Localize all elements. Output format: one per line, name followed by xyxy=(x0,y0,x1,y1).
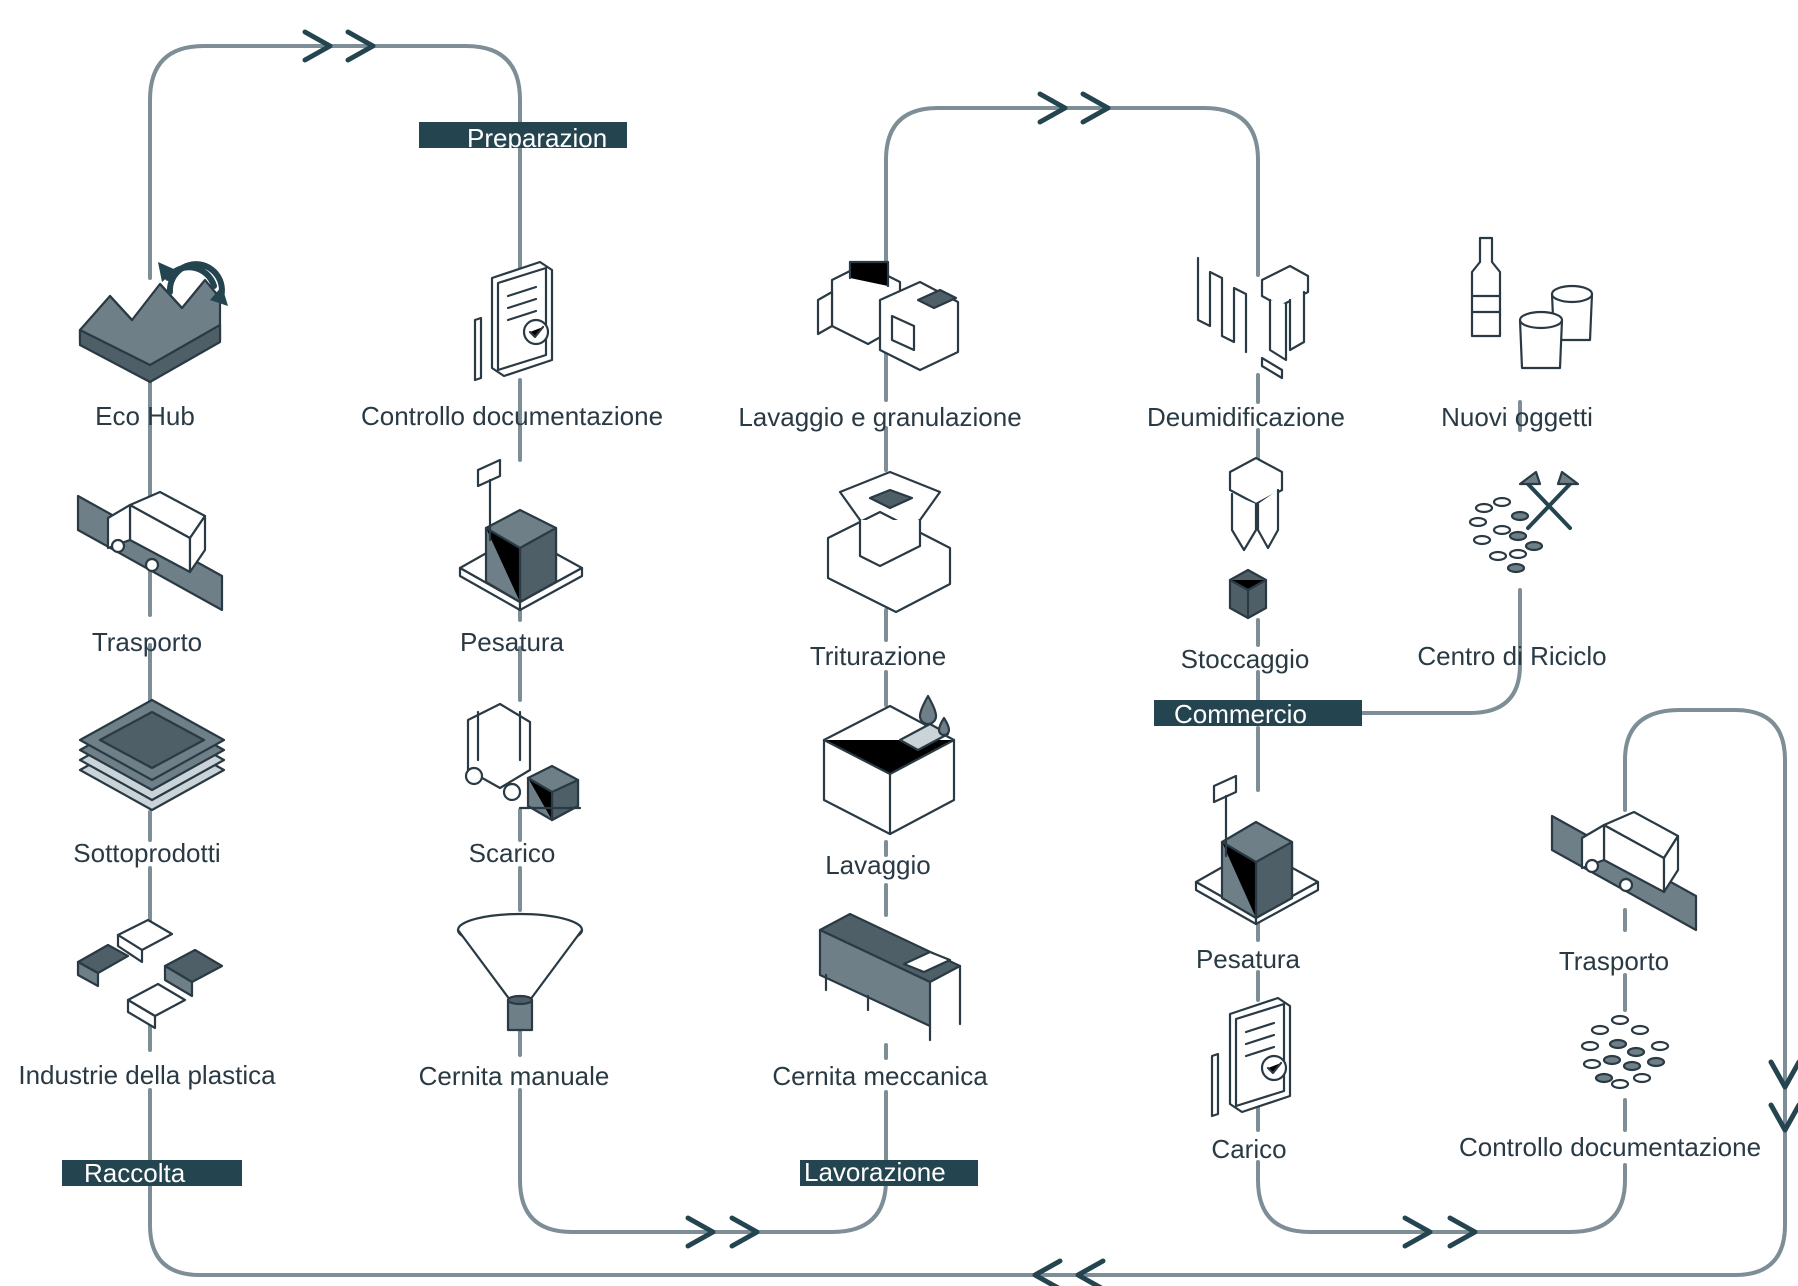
label-sottoprodotti: Sottoprodotti xyxy=(73,838,220,868)
phase-tag-lavorazione-label: Lavorazione xyxy=(804,1157,946,1187)
label-pesatura-2: Pesatura xyxy=(1196,944,1301,974)
step-labels: Eco Hub Trasporto Sottoprodotti Industri… xyxy=(18,401,1761,1164)
label-lavaggio-granulazione: Lavaggio e granulazione xyxy=(738,402,1021,432)
scale-icon xyxy=(458,458,584,612)
label-controllo-doc-1: Controllo documentazione xyxy=(361,401,663,431)
plastic-parts-icon xyxy=(76,918,224,1030)
flow-lines xyxy=(148,44,1787,1277)
phase-tag-preparazione-label: Preparazion xyxy=(467,123,607,153)
scale-icon xyxy=(1194,774,1320,926)
label-stoccaggio: Stoccaggio xyxy=(1181,644,1310,674)
label-deumidificazione: Deumidificazione xyxy=(1147,402,1345,432)
label-pesatura-1: Pesatura xyxy=(460,627,565,657)
document-check-icon xyxy=(1210,996,1292,1118)
flow-arrows xyxy=(302,29,1798,1286)
label-nuovi-oggetti: Nuovi oggetti xyxy=(1441,402,1593,432)
pellets-icon xyxy=(1580,1014,1670,1090)
label-controllo-doc-2: Controllo documentazione xyxy=(1459,1132,1761,1162)
phase-tag-raccolta-label: Raccolta xyxy=(84,1158,186,1188)
label-trasporto-2: Trasporto xyxy=(1559,946,1669,976)
truck-icon xyxy=(1550,810,1698,932)
bottle-jars-icon xyxy=(1470,236,1594,370)
layers-icon xyxy=(78,698,226,812)
forklift-icon xyxy=(464,702,582,822)
label-cernita-meccanica: Cernita meccanica xyxy=(772,1061,988,1091)
washing-granulator-icon xyxy=(816,260,960,372)
label-lavaggio: Lavaggio xyxy=(825,850,931,880)
funnel-icon xyxy=(456,912,584,1032)
phase-tag-commercio: Commercio xyxy=(1154,699,1362,729)
shredder-hopper-icon xyxy=(826,470,952,614)
label-eco-hub: Eco Hub xyxy=(95,401,195,431)
sorting-machine-icon xyxy=(818,912,962,1042)
label-carico: Carico xyxy=(1211,1134,1286,1164)
label-industrie: Industrie della plastica xyxy=(18,1060,276,1090)
truck-icon xyxy=(76,490,224,612)
phase-tag-raccolta: Raccolta xyxy=(62,1158,242,1188)
label-triturazione: Triturazione xyxy=(810,641,946,671)
label-trasporto-1: Trasporto xyxy=(92,627,202,657)
wash-tank-icon xyxy=(822,694,956,836)
label-scarico: Scarico xyxy=(469,838,556,868)
phase-tag-commercio-label: Commercio xyxy=(1174,699,1307,729)
storage-silo-icon xyxy=(1228,456,1284,620)
phase-tag-preparazione: Preparazion xyxy=(419,122,627,153)
pellets-hammers-icon xyxy=(1468,470,1580,574)
label-centro-riciclo: Centro di Riciclo xyxy=(1417,641,1606,671)
document-check-icon xyxy=(473,260,554,382)
label-cernita-manuale: Cernita manuale xyxy=(419,1061,610,1091)
phase-tag-lavorazione: Lavorazione xyxy=(800,1157,978,1187)
dehumidifier-icon xyxy=(1196,256,1310,380)
recycle-hub-icon xyxy=(78,261,228,384)
